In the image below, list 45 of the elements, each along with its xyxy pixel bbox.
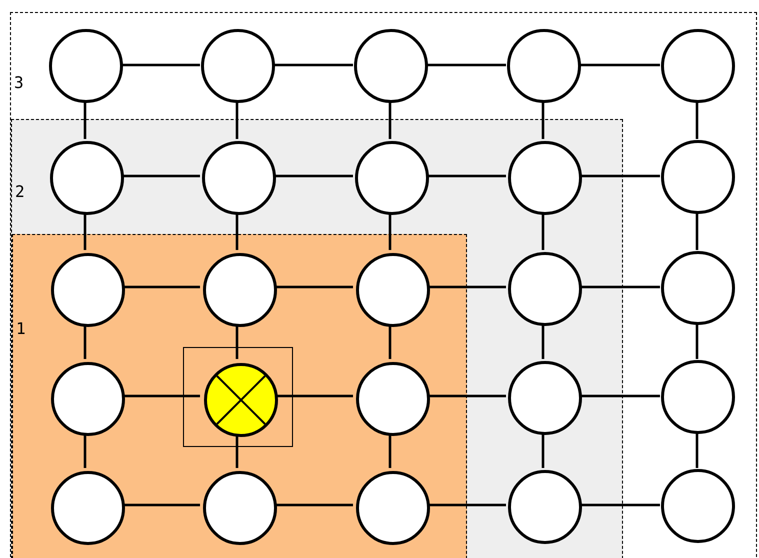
connector-line [580, 174, 660, 178]
connector-line [388, 213, 392, 250]
connector-line [122, 174, 200, 178]
connector-line [427, 394, 506, 398]
connector-line [542, 102, 544, 139]
connector-line [542, 324, 544, 359]
connector-line [580, 64, 660, 66]
connector-line [580, 286, 660, 288]
region-band [11, 119, 623, 558]
connector-line [427, 504, 506, 506]
connector-line [696, 433, 698, 468]
connector-line [696, 102, 698, 139]
connector-line [388, 433, 392, 468]
connector-line [122, 286, 200, 288]
connector-line [122, 64, 200, 66]
connector-line [236, 102, 238, 139]
region-band [10, 12, 757, 558]
connector-line [84, 324, 86, 359]
connector-line [122, 394, 200, 398]
connector-line [542, 213, 544, 250]
region-number: 3 [14, 75, 24, 91]
connector-line [427, 64, 506, 66]
connector-line [122, 504, 200, 506]
connector-line [236, 213, 238, 250]
connector-line [388, 102, 392, 139]
connector-line [274, 286, 353, 288]
outline-box [183, 347, 293, 447]
connector-line [427, 174, 506, 178]
connector-line [84, 102, 86, 139]
connector-line [274, 504, 353, 506]
connector-line [84, 213, 86, 250]
connector-line [580, 504, 660, 506]
region-band [12, 234, 467, 558]
connector-line [542, 433, 544, 468]
connector-line [84, 433, 86, 468]
connector-line [580, 394, 660, 398]
region-number: 1 [16, 321, 26, 337]
connector-line [696, 324, 698, 359]
connector-line [236, 324, 238, 359]
region-number: 2 [15, 184, 25, 200]
connector-line [388, 324, 392, 359]
connector-line [274, 64, 353, 66]
connector-line [696, 213, 698, 250]
connector-line [427, 286, 506, 288]
connector-line [274, 174, 353, 178]
